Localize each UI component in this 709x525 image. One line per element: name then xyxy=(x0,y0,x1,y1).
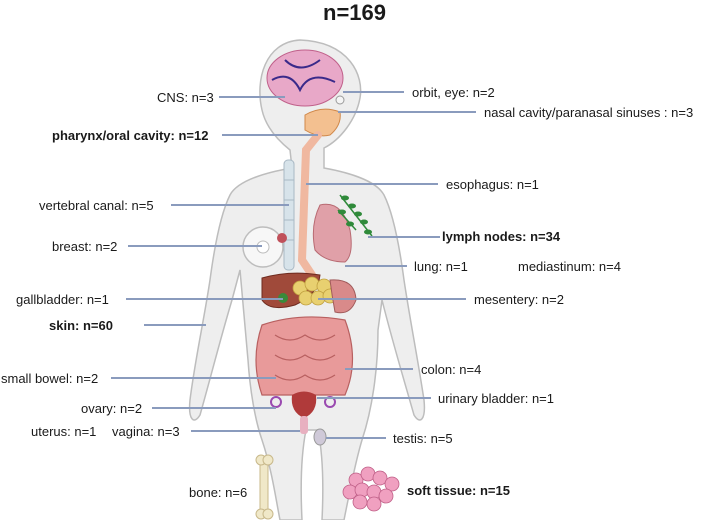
label-uterus: uterus: n=1 xyxy=(31,424,96,439)
label-nasal: nasal cavity/paranasal sinuses : n=3 xyxy=(484,105,693,120)
label-pharynx: pharynx/oral cavity: n=12 xyxy=(52,128,208,143)
intestine-organ xyxy=(256,317,353,395)
label-cns: CNS: n=3 xyxy=(157,90,214,105)
label-mesentery: mesentery: n=2 xyxy=(474,292,564,307)
label-soft-tissue: soft tissue: n=15 xyxy=(407,483,510,498)
label-orbit-eye: orbit, eye: n=2 xyxy=(412,85,495,100)
label-esophagus: esophagus: n=1 xyxy=(446,177,539,192)
label-bone: bone: n=6 xyxy=(189,485,247,500)
label-urinary-bladder: urinary bladder: n=1 xyxy=(438,391,554,406)
label-colon: colon: n=4 xyxy=(421,362,481,377)
label-ovary: ovary: n=2 xyxy=(81,401,142,416)
label-small-bowel: small bowel: n=2 xyxy=(1,371,98,386)
label-skin: skin: n=60 xyxy=(49,318,113,333)
label-gallbladder: gallbladder: n=1 xyxy=(16,292,109,307)
bone-illustration xyxy=(256,455,273,519)
label-vertebral: vertebral canal: n=5 xyxy=(39,198,154,213)
label-lung: lung: n=1 xyxy=(414,259,468,274)
vertebral-column xyxy=(284,160,294,270)
label-testis: testis: n=5 xyxy=(393,431,453,446)
label-lymph: lymph nodes: n=34 xyxy=(442,229,560,244)
label-vagina: vagina: n=3 xyxy=(112,424,180,439)
label-mediastinum: mediastinum: n=4 xyxy=(518,259,621,274)
label-breast: breast: n=2 xyxy=(52,239,117,254)
